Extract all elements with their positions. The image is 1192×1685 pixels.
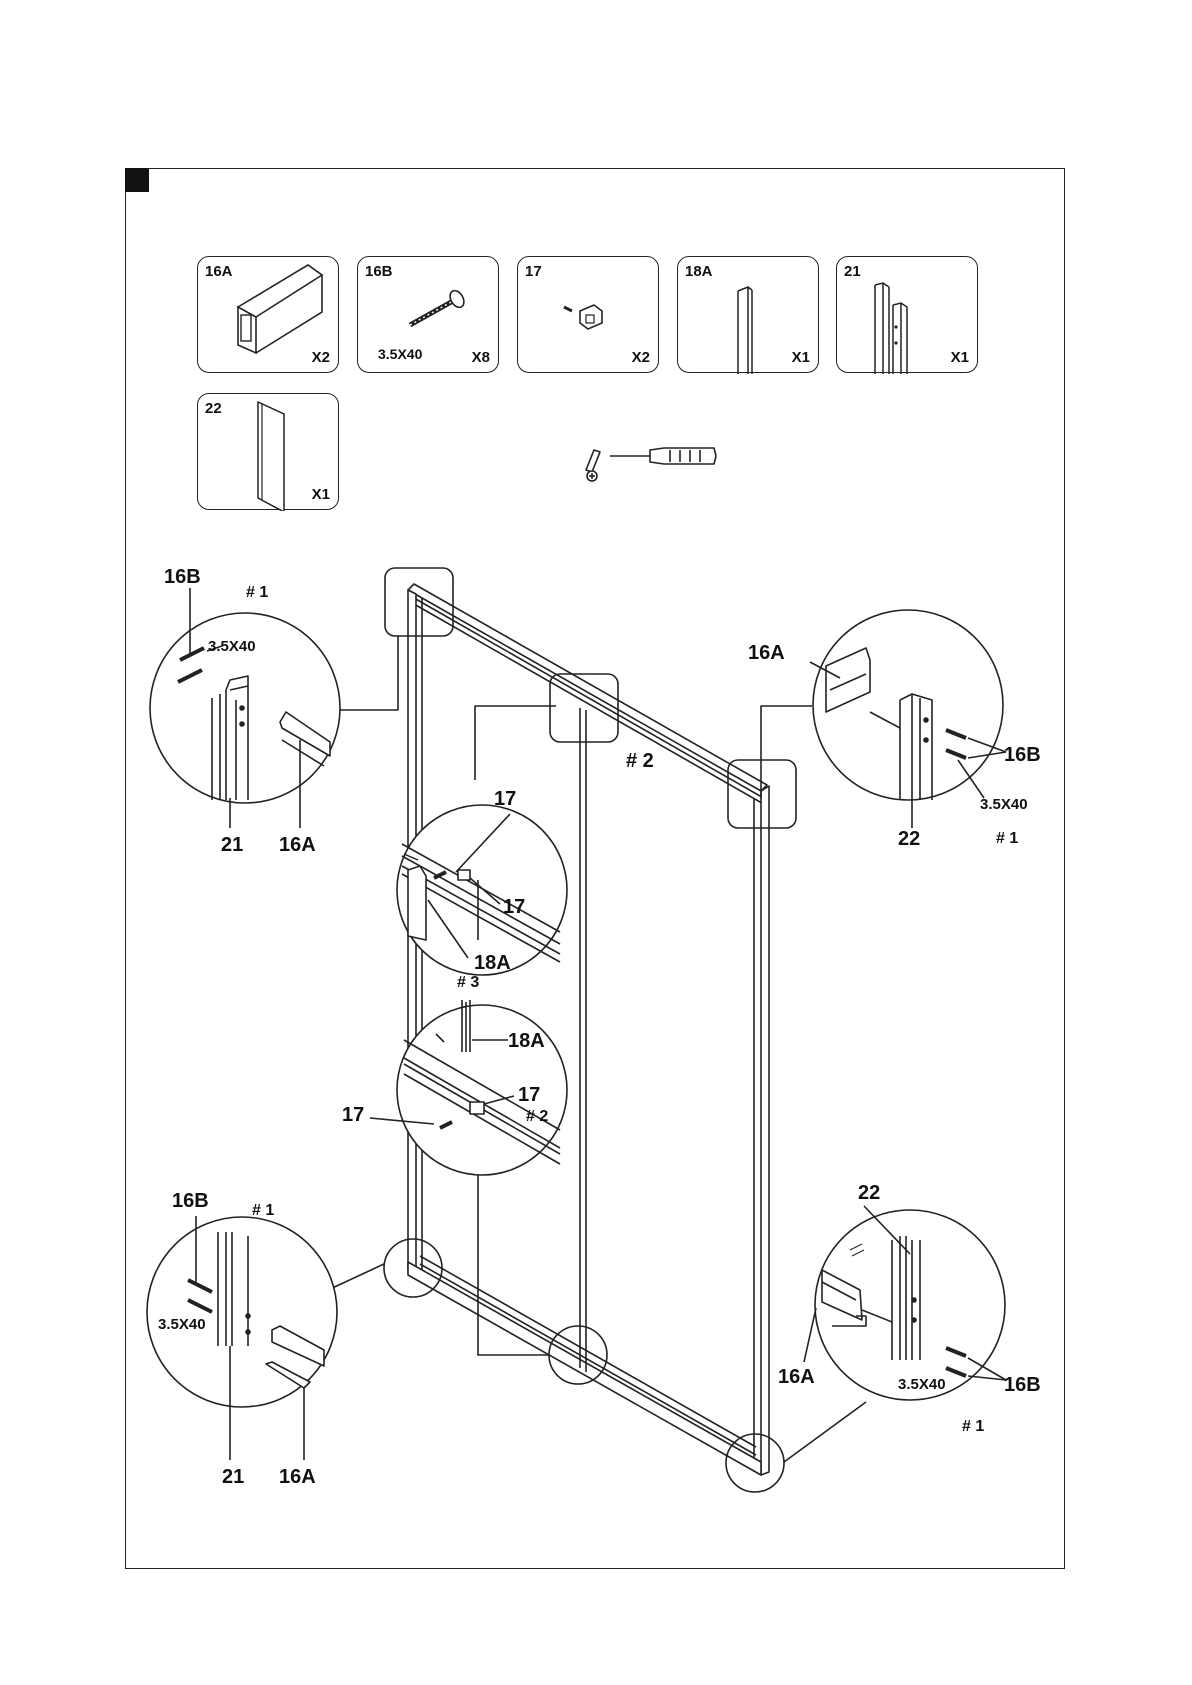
center-bar-18a [580, 708, 586, 1372]
label-16a: 16A [279, 834, 316, 857]
label-16b: 16B [1004, 744, 1041, 767]
label-screw-size: 3.5X40 [980, 796, 1028, 813]
label-16b: 16B [1004, 1374, 1041, 1397]
label-step: # 3 [457, 974, 479, 992]
label-18a: 18A [474, 952, 511, 975]
zoom-bottom-right [804, 1206, 1006, 1400]
screwdriver-icon [586, 448, 716, 481]
label-step: # 1 [252, 1202, 274, 1220]
label-21: 21 [221, 834, 243, 857]
label-21: 21 [222, 1466, 244, 1489]
label-step: # 2 [526, 1108, 548, 1126]
zoom-mid-top [397, 805, 567, 975]
label-step: # 1 [246, 584, 268, 602]
label-frame-step: # 2 [626, 750, 654, 773]
label-step: # 1 [996, 830, 1018, 848]
right-post [754, 786, 769, 1475]
label-step: # 1 [962, 1418, 984, 1436]
label-screw-size: 3.5X40 [208, 638, 256, 655]
label-16a: 16A [748, 642, 785, 665]
top-rail [408, 584, 767, 806]
label-16b: 16B [164, 566, 201, 589]
bottom-rail [408, 1256, 761, 1475]
label-18a: 18A [508, 1030, 545, 1053]
label-22: 22 [898, 828, 920, 851]
zoom-top-left [150, 588, 340, 828]
label-17: 17 [342, 1104, 364, 1127]
label-16b: 16B [172, 1190, 209, 1213]
label-16a: 16A [279, 1466, 316, 1489]
zoom-top-right [810, 610, 1006, 828]
label-screw-size: 3.5X40 [158, 1316, 206, 1333]
label-22: 22 [858, 1182, 880, 1205]
label-16a: 16A [778, 1366, 815, 1389]
label-17: 17 [518, 1084, 540, 1107]
label-17: 17 [494, 788, 516, 811]
zoom-bottom-left [147, 1216, 337, 1460]
label-screw-size: 3.5X40 [898, 1376, 946, 1393]
label-17: 17 [503, 896, 525, 919]
